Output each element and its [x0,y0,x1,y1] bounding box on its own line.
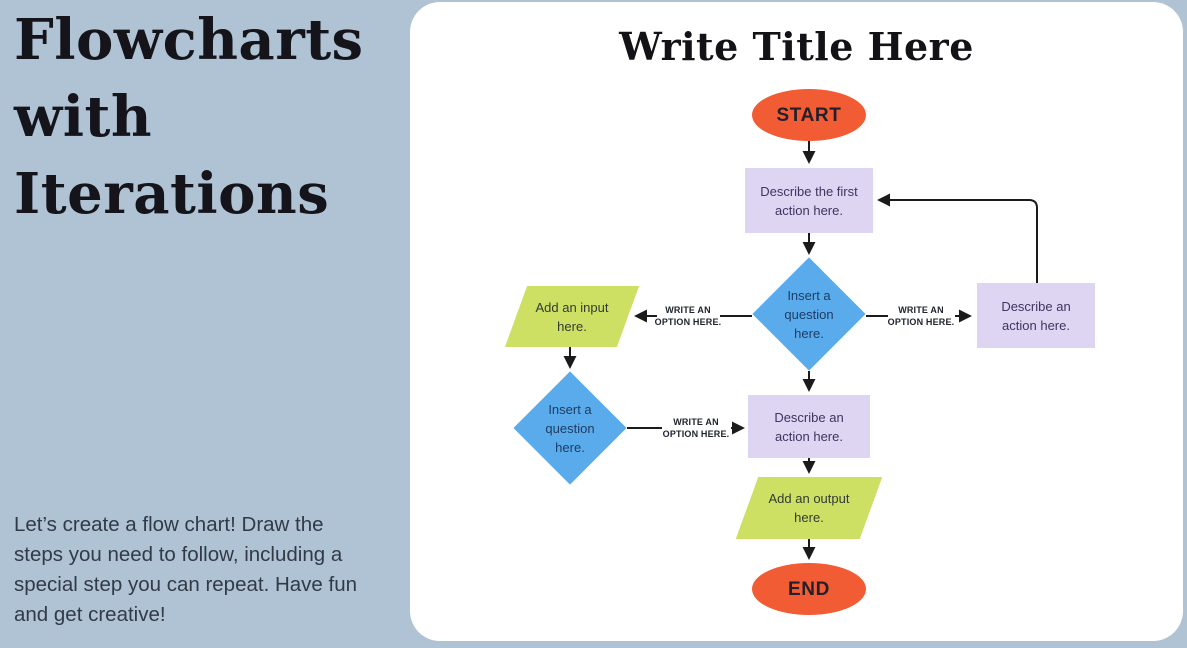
left-panel: Flowcharts with Iterations Let’s create … [0,0,410,648]
page-title-line-2: with [14,84,153,150]
edge-label-right-line1: WRITE AN [898,305,944,315]
first-action-label: Describe the first action here. [760,183,858,218]
action-rect [748,395,870,458]
edge-label-left-line2: OPTION HERE. [654,317,722,327]
flowchart-canvas: Write Title Here [410,2,1183,641]
question-node-2: Insert a question here. [513,371,627,485]
end-ellipse [752,563,866,615]
question-1-label: Insert a question here. [784,287,834,341]
question-node-1: Insert a question here. [752,257,866,371]
start-ellipse [752,89,866,141]
question-2-label: Insert a question here. [545,401,595,455]
input-label: Add an input here. [535,299,609,334]
loop-action-label: Describe an action here. [1001,298,1071,333]
page-title-line-1: Flowcharts [14,7,364,73]
page-title-line-3: Iterations [14,161,330,227]
loop-action-rect [977,283,1095,348]
action-node: Describe an action here. [748,395,870,458]
page-description: Let’s create a flow chart! Draw the step… [14,513,358,626]
first-action-node: Describe the first action here. [745,168,873,233]
edge-label-right-line2: OPTION HERE. [887,317,955,327]
action-label: Describe an action here. [774,409,844,444]
output-label: Add an output here. [768,491,850,525]
page-title: Flowcharts with Iterations [14,2,364,233]
output-node: Add an output here. [735,477,883,539]
edge-label-bottom-line1: WRITE AN [673,417,719,427]
start-node: START [752,89,866,141]
edge-label-left: WRITE AN OPTION HERE. [655,304,722,328]
end-label: END [788,578,830,600]
loop-action-node: Describe an action here. [977,283,1095,348]
edge-label-left-line1: WRITE AN [665,305,711,315]
edge-label-bottom-line2: OPTION HERE. [662,429,730,439]
edge-label-right: WRITE AN OPTION HERE. [888,304,955,328]
input-node: Add an input here. [504,286,640,347]
first-action-rect [745,168,873,233]
end-node: END [752,563,866,615]
edge-label-bottom: WRITE AN OPTION HERE. [663,416,730,440]
start-label: START [776,104,842,126]
flowchart-title: Write Title Here [619,24,974,69]
